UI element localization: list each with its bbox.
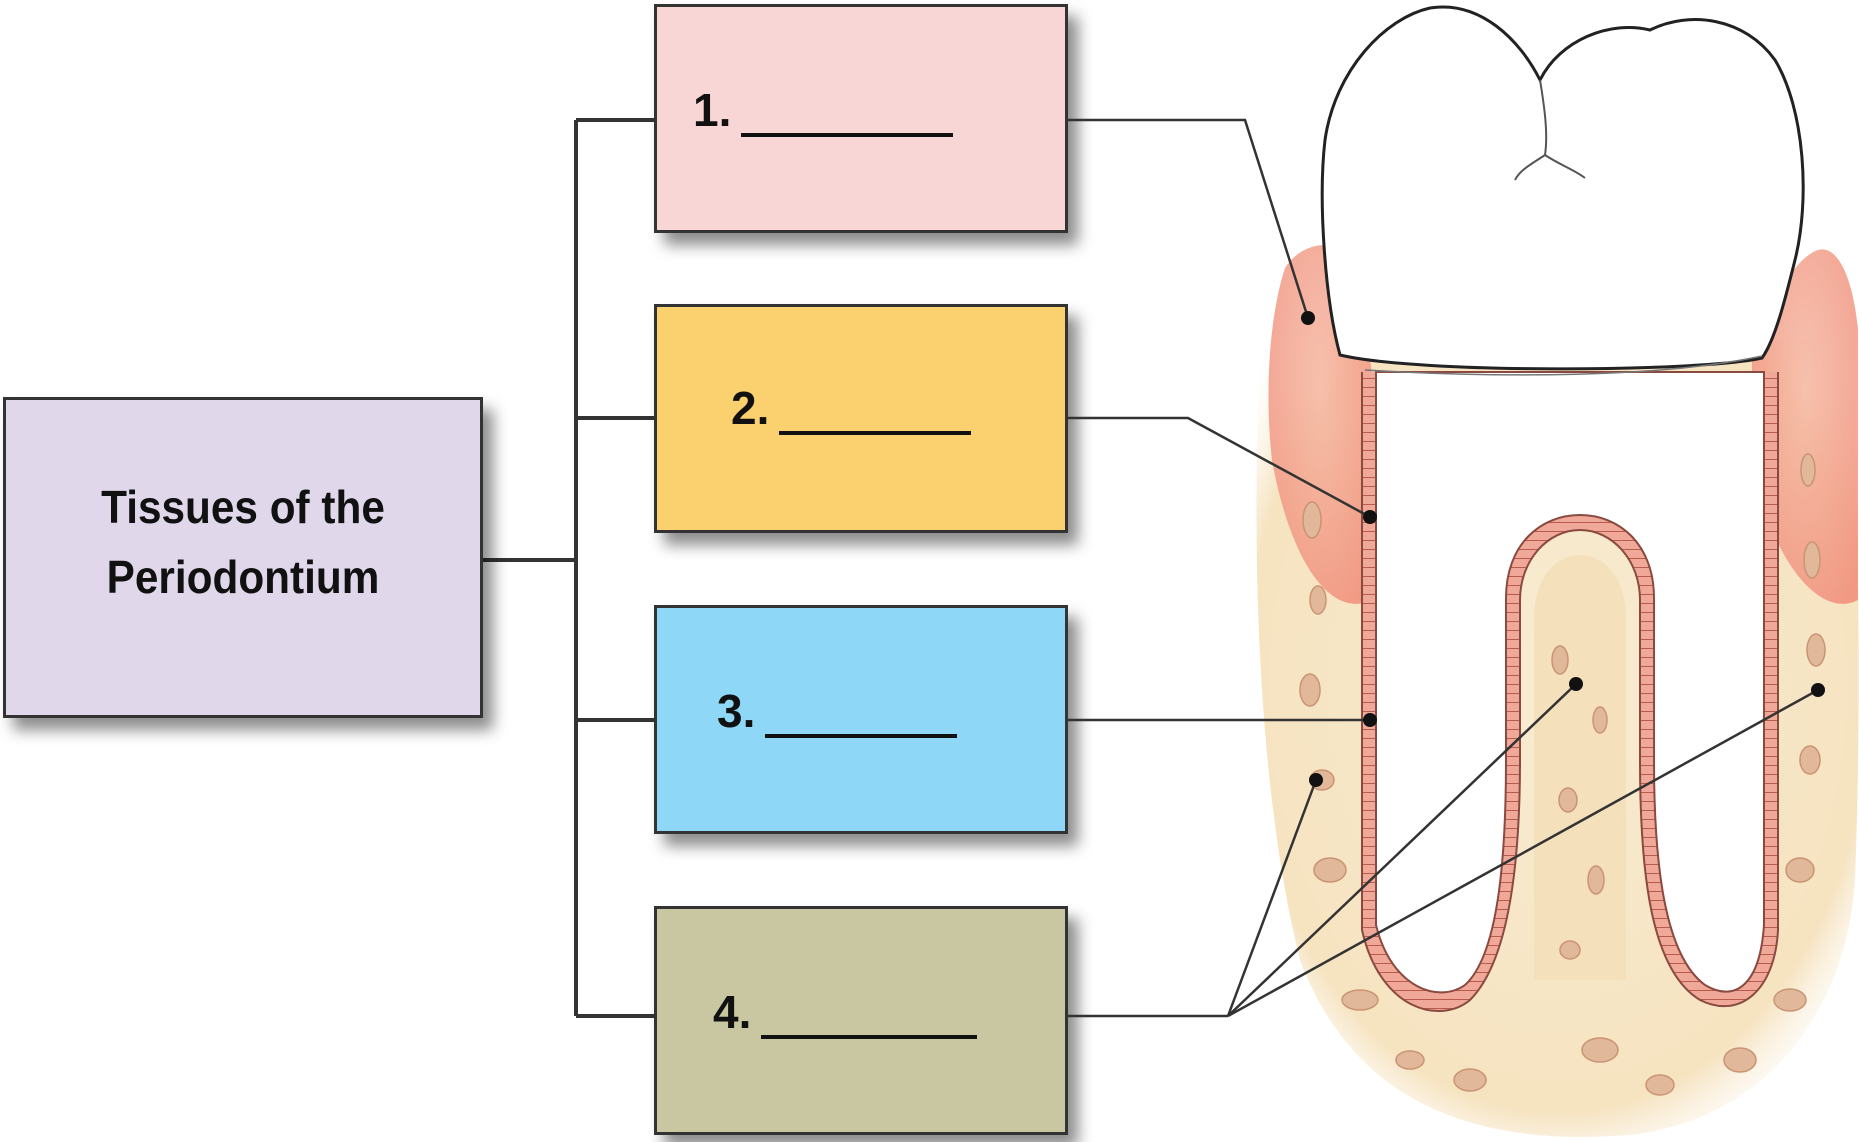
pointer-dot-1 <box>1301 311 1315 325</box>
pointer-dot-4a <box>1309 773 1323 787</box>
interradicular-bone <box>1534 555 1626 980</box>
tooth-crown <box>1322 7 1803 369</box>
pointer-dot-4b <box>1569 677 1583 691</box>
pointer-dot-4c <box>1811 683 1825 697</box>
pointer-dot-2 <box>1363 510 1377 524</box>
pointer-dot-3 <box>1363 713 1377 727</box>
pointer-1 <box>1068 120 1308 318</box>
